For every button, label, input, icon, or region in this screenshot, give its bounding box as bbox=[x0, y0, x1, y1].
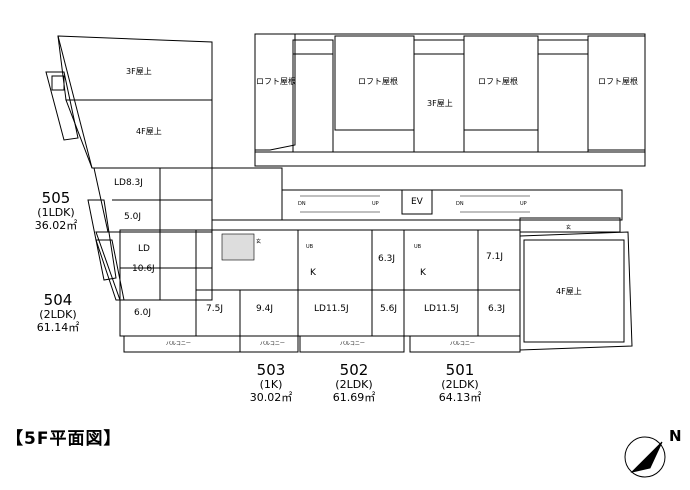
unit-area: 61.14㎡ bbox=[36, 320, 80, 334]
balcony-label: バルコニー bbox=[166, 341, 191, 347]
north-arrow bbox=[624, 436, 666, 478]
unit-area: 30.02㎡ bbox=[249, 390, 293, 404]
room-502-ld: LD11.5J bbox=[314, 304, 349, 314]
unit-type: (2LDK) bbox=[441, 378, 479, 392]
entrance-label: 玄 bbox=[566, 225, 572, 231]
kitchen-label: K bbox=[310, 268, 316, 278]
room-504-j: 6.0J bbox=[134, 308, 151, 318]
unit-number: 505 bbox=[41, 189, 71, 207]
ub-label: UB bbox=[414, 244, 422, 250]
stair-dn-label: DN bbox=[456, 201, 464, 207]
loft-roof-label-1: ロフト屋根 bbox=[256, 77, 296, 86]
unit-number: 504 bbox=[43, 291, 73, 309]
balcony-label: バルコニー bbox=[340, 341, 365, 347]
room-505-ld: LD8.3J bbox=[114, 178, 143, 188]
balcony-503 bbox=[123, 335, 299, 353]
roof-3f-left-label: 3F屋上 bbox=[126, 67, 152, 76]
unit-number: 501 bbox=[445, 361, 475, 379]
stair-up-label: UP bbox=[520, 201, 527, 207]
unit-504-label: 504 (2LDK) 61.14㎡ bbox=[28, 291, 88, 335]
roof-4f-right-label: 4F屋上 bbox=[556, 287, 582, 296]
loft-roof-label-3: ロフト屋根 bbox=[478, 77, 518, 86]
ub-label: UB bbox=[306, 244, 314, 250]
stair-dn-label: DN bbox=[298, 201, 306, 207]
balcony-label: バルコニー bbox=[260, 341, 285, 347]
unit-type: (1LDK) bbox=[37, 206, 75, 220]
room-502-j-b: 6.3J bbox=[378, 254, 395, 264]
balcony-label: バルコニー bbox=[450, 341, 475, 347]
room-503-j-b: 9.4J bbox=[256, 304, 273, 314]
roof-4f-right bbox=[519, 231, 633, 351]
unit-502-label: 502 (2LDK) 61.69㎡ bbox=[318, 361, 390, 405]
unit-type: (2LDK) bbox=[335, 378, 373, 392]
unit-type: (1K) bbox=[259, 378, 283, 392]
balcony-502 bbox=[299, 335, 405, 353]
loft-roof-label-4: ロフト屋根 bbox=[598, 77, 638, 86]
kitchen-label: K bbox=[420, 268, 426, 278]
roof-4f-left-label: 4F屋上 bbox=[136, 127, 162, 136]
unit-area: 36.02㎡ bbox=[34, 218, 78, 232]
stair-up-label: UP bbox=[372, 201, 379, 207]
ev-label: EV bbox=[411, 197, 423, 207]
page-title: 【5F平面図】 bbox=[6, 429, 122, 449]
unit-501-label: 501 (2LDK) 64.13㎡ bbox=[424, 361, 496, 405]
room-501-ld: LD11.5J bbox=[424, 304, 459, 314]
room-502-j-a: 5.6J bbox=[380, 304, 397, 314]
room-505-j: 5.0J bbox=[124, 212, 141, 222]
unit-number: 503 bbox=[256, 361, 286, 379]
elevator bbox=[401, 189, 433, 215]
room-504-ld-size: 10.6J bbox=[132, 264, 155, 274]
room-503-j-a: 7.5J bbox=[206, 304, 223, 314]
room-501-j-b: 7.1J bbox=[486, 252, 503, 262]
unit-505-label: 505 (1LDK) 36.02㎡ bbox=[26, 189, 86, 233]
roof-3f-center-label: 3F屋上 bbox=[427, 99, 453, 108]
unit-number: 502 bbox=[339, 361, 369, 379]
unit-area: 64.13㎡ bbox=[438, 390, 482, 404]
entrance-label: 玄 bbox=[256, 239, 262, 245]
unit-type: (2LDK) bbox=[39, 308, 77, 322]
north-letter: N bbox=[669, 427, 682, 445]
unit-503-label: 503 (1K) 30.02㎡ bbox=[236, 361, 306, 405]
room-501-j-a: 6.3J bbox=[488, 304, 505, 314]
loft-roof-label-2: ロフト屋根 bbox=[358, 77, 398, 86]
room-504-ld: LD bbox=[138, 244, 150, 254]
unit-area: 61.69㎡ bbox=[332, 390, 376, 404]
